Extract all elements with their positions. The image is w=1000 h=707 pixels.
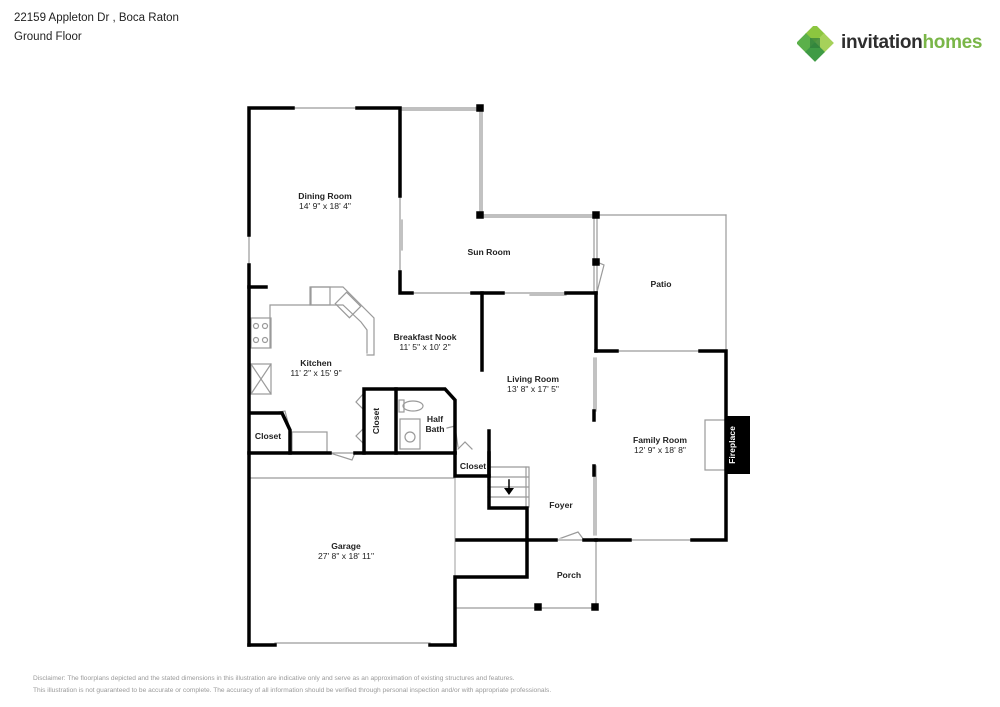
- room-living-room: Living Room 13' 8" x 17' 5": [507, 374, 559, 394]
- room-kitchen: Kitchen 11' 2" x 15' 9": [290, 358, 341, 378]
- room-foyer: Foyer: [549, 500, 572, 510]
- room-center-closet: Closet: [371, 407, 382, 435]
- room-dims: 14' 9" x 18' 4": [299, 201, 351, 211]
- room-garage: Garage 27' 8" x 18' 11": [318, 541, 374, 561]
- room-dims: 12' 9" x 18' 8": [634, 445, 686, 455]
- floor-label: Ground Floor: [14, 31, 82, 43]
- room-name: Garage: [331, 541, 361, 551]
- room-breakfast-nook: Breakfast Nook 11' 5" x 10' 2": [393, 332, 456, 352]
- room-name: Dining Room: [298, 191, 352, 201]
- disclaimer-line-2: This illustration is not guaranteed to b…: [33, 687, 552, 694]
- room-name: Sun Room: [467, 247, 511, 257]
- fireplace-block: [727, 416, 750, 474]
- room-name-line2: Bath: [425, 424, 445, 434]
- room-name-line1: Half: [426, 414, 444, 424]
- room-name: Porch: [556, 570, 582, 580]
- logo-word-invitation: invitation: [841, 32, 923, 53]
- room-name: Family Room: [633, 435, 687, 445]
- room-name: Closet: [254, 431, 282, 441]
- fireplace-label: Fireplace: [726, 426, 737, 464]
- room-name: Closet: [459, 461, 487, 471]
- room-patio: Patio: [650, 279, 671, 289]
- walls: [247, 104, 728, 647]
- property-address: 22159 Appleton Dr , Boca Raton: [14, 12, 179, 24]
- logo-word-homes: homes: [922, 32, 983, 53]
- room-half-bath: Half Bath: [425, 414, 444, 434]
- room-stair-closet: Closet: [460, 461, 486, 471]
- invitation-homes-logo: invitationhomes: [797, 26, 983, 62]
- room-name: Kitchen: [300, 358, 332, 368]
- room-dims: 11' 5" x 10' 2": [399, 342, 451, 352]
- logo-clover-icon: [797, 26, 834, 62]
- room-dims: 11' 2" x 15' 9": [290, 368, 342, 378]
- logo-wordmark: invitationhomes: [841, 32, 983, 54]
- stairs-down-arrow-icon: [504, 479, 514, 495]
- room-name: Patio: [650, 279, 672, 289]
- room-dims: 27' 8" x 18' 11": [317, 551, 375, 561]
- room-dims: 13' 8" x 17' 5": [507, 384, 559, 394]
- room-family-room: Family Room 12' 9" x 18' 8": [633, 435, 687, 455]
- room-name: Living Room: [506, 374, 560, 384]
- room-porch: Porch: [557, 570, 581, 580]
- disclaimer-line-1: Disclaimer: The floorplans depicted and …: [33, 675, 515, 682]
- room-sun-room: Sun Room: [468, 247, 511, 257]
- room-dining-room: Dining Room 14' 9" x 18' 4": [298, 191, 351, 211]
- room-name: Breakfast Nook: [393, 332, 457, 342]
- room-kitchen-closet: Closet: [255, 431, 281, 441]
- room-name: Foyer: [549, 500, 573, 510]
- thin-outlines: [248, 107, 727, 644]
